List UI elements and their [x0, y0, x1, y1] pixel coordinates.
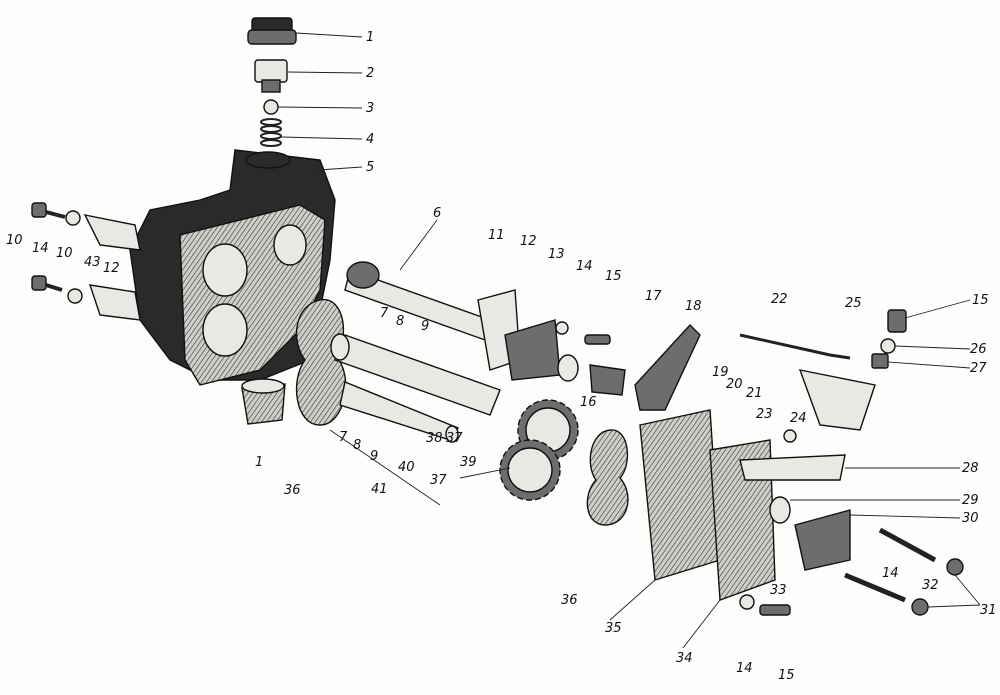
- bracket-bolts: [31, 202, 141, 321]
- sleeve-17: [589, 364, 626, 396]
- valve-ball: [263, 99, 279, 115]
- part-label: 6: [433, 206, 441, 221]
- part-label: 15: [605, 269, 622, 284]
- part-label: 20: [726, 377, 743, 392]
- part-label: 43: [84, 255, 101, 270]
- part-label: 37: [430, 473, 447, 488]
- part-label: 14: [32, 241, 49, 256]
- valve-spring: [260, 118, 282, 147]
- part-label: 21: [746, 386, 763, 401]
- shaft-38: [330, 333, 501, 416]
- part-label: 4: [366, 132, 374, 147]
- gasket-left: [295, 299, 347, 426]
- lever-25: [798, 369, 876, 431]
- part-label: 29: [962, 493, 979, 508]
- part-label: 15: [972, 293, 989, 308]
- bolt-15: [887, 309, 907, 333]
- bolt-15-bottom: [759, 604, 791, 616]
- part-label: 24: [790, 411, 807, 426]
- part-label: 14: [882, 566, 899, 581]
- part-label: 18: [685, 299, 702, 314]
- part-label: 10: [6, 233, 23, 248]
- part-label: 17: [645, 289, 662, 304]
- part-label: 30: [962, 511, 979, 526]
- gear-lower: [499, 439, 561, 501]
- bushing-27: [871, 353, 889, 369]
- part-label: 9: [421, 319, 429, 334]
- part-label: 35: [605, 621, 622, 636]
- part-label: 5: [366, 160, 374, 175]
- washer-26: [880, 338, 896, 354]
- part-label: 2: [366, 66, 374, 81]
- part-labels: 1 2 3 4 5 6 11 12 13 14 15 17 18 22 25 1…: [6, 30, 997, 683]
- part-label: 38: [426, 431, 443, 446]
- ring-29: [769, 496, 791, 524]
- bolt: [584, 334, 611, 345]
- part-label: 12: [103, 261, 120, 276]
- valve-body: [254, 59, 288, 93]
- lever-18: [634, 323, 701, 411]
- part-label: 14: [576, 259, 593, 274]
- pump-housing: [129, 149, 336, 386]
- part-label: 36: [284, 483, 301, 498]
- part-label: 9: [370, 449, 378, 464]
- part-label: 16: [580, 395, 597, 410]
- part-label: 7: [339, 430, 348, 445]
- part-label: 40: [398, 460, 415, 475]
- part-label: 12: [520, 234, 537, 249]
- part-label: 32: [922, 578, 939, 593]
- part-label: 36: [561, 593, 578, 608]
- part-label: 31: [980, 603, 997, 618]
- washer-14-bottom: [739, 594, 755, 610]
- part-label: 1: [366, 30, 374, 45]
- bushing: [241, 378, 286, 425]
- nuts-31: [911, 558, 964, 616]
- part-label: 8: [353, 438, 361, 453]
- shaft-6: [344, 261, 491, 341]
- part-label: 7: [380, 306, 389, 321]
- part-label: 10: [56, 246, 73, 261]
- rod-22: [739, 333, 851, 360]
- part-label: 15: [778, 668, 795, 683]
- part-label: 23: [756, 407, 773, 422]
- part-label: 3: [366, 101, 374, 116]
- part-label: 22: [771, 292, 788, 307]
- part-label: 28: [962, 461, 979, 476]
- part-label: 26: [970, 342, 987, 357]
- part-label: 11: [488, 228, 505, 243]
- part-label: 13: [548, 247, 565, 262]
- bracket-28: [739, 454, 846, 481]
- ball-23: [783, 429, 797, 443]
- part-label: 33: [770, 583, 787, 598]
- leader-lines: [277, 32, 981, 649]
- valve-cap: [247, 17, 297, 45]
- washer: [555, 321, 569, 335]
- part-label: 19: [712, 365, 729, 380]
- part-label: 25: [845, 296, 862, 311]
- part-label: 27: [970, 361, 987, 376]
- shaft-40: [339, 381, 460, 443]
- part-label: 1: [255, 455, 263, 470]
- part-label: 34: [676, 651, 693, 666]
- cap-30: [794, 509, 851, 571]
- part-label: 14: [736, 661, 753, 676]
- cover-gasket-35: [639, 409, 721, 581]
- part-label: 41: [371, 482, 388, 497]
- part-label: 37: [446, 431, 463, 446]
- studs-32: [844, 527, 937, 603]
- ring-16: [557, 354, 579, 382]
- part-label: 39: [460, 455, 477, 470]
- part-label: 8: [396, 314, 404, 329]
- gasket-right: [586, 429, 629, 526]
